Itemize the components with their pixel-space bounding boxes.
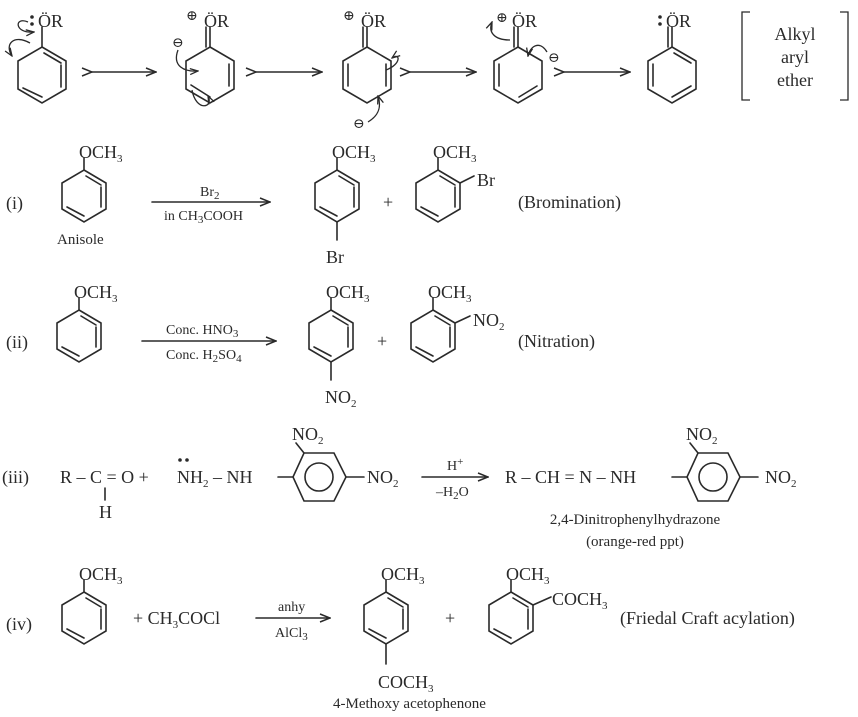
reaction-number: (ii) <box>6 332 28 353</box>
ortho-substituent: COCH3 <box>552 589 608 612</box>
or-label: ÖR <box>361 11 386 31</box>
lone-pair-dot <box>30 15 34 19</box>
reagent-top: H+ <box>447 456 463 474</box>
reactant-substituent: OCH3 <box>74 282 118 305</box>
positive-charge-icon: ⊕ <box>496 11 508 26</box>
product-note: (orange-red ppt) <box>586 534 684 550</box>
resonance-structure-3: ÖR ⊕ ⊖ <box>342 9 398 132</box>
curved-arrow-icon <box>175 49 198 71</box>
or-label: ÖR <box>38 11 63 31</box>
plus-sign: + <box>377 331 387 351</box>
resonance-structure-1: ÖR <box>9 11 67 104</box>
hydrazine-formula: NH2 – NH <box>177 467 253 490</box>
curved-arrow-icon <box>17 20 34 32</box>
ortho-substituent: NO2 <box>473 310 505 333</box>
curved-arrow-icon <box>385 56 398 71</box>
negative-charge-icon: ⊖ <box>548 51 560 66</box>
product-substituent: OCH3 <box>428 282 472 305</box>
curved-arrow-icon <box>528 44 548 56</box>
product-substituent: OCH3 <box>326 282 370 305</box>
positive-charge-icon: ⊕ <box>343 9 355 24</box>
ortho-substituent: Br <box>477 170 495 190</box>
lone-pair-dot <box>30 22 34 26</box>
bracket-text: Alkyl <box>774 24 815 44</box>
reagent-bottom: AlCl3 <box>275 626 308 643</box>
nitro-group: NO2 <box>367 467 399 490</box>
aldehyde-formula: R – C = O + <box>60 467 153 487</box>
or-label: ÖR <box>512 11 537 31</box>
negative-charge-icon: ⊖ <box>353 117 365 132</box>
reaction-ii: (ii) OCH3 Conc. HNO3 Conc. H2SO4 OCH3 NO… <box>6 282 595 410</box>
aldehyde-h: H <box>99 502 112 522</box>
para-substituent: COCH3 <box>378 672 434 695</box>
plus-sign: + <box>383 192 393 212</box>
reactant-name: Anisole <box>57 232 104 248</box>
product-name: 2,4-Dinitrophenylhydrazone <box>550 512 721 528</box>
product-substituent: OCH3 <box>332 142 376 165</box>
reactant-substituent: OCH3 <box>79 142 123 165</box>
bracket-text: aryl <box>781 47 809 67</box>
positive-charge-icon: ⊕ <box>186 9 198 24</box>
reagent-top: anhy <box>278 600 305 615</box>
or-label: ÖR <box>204 11 229 31</box>
nitro-group: NO2 <box>686 424 718 447</box>
para-substituent: NO2 <box>325 387 357 410</box>
reagent-bottom: –H2O <box>435 485 469 502</box>
plus-sign: + <box>445 608 455 628</box>
reaction-iii: (iii) R – C = O + H NH2 – NH NO2 NO2 H+ … <box>2 424 797 550</box>
reagent-top: Br2 <box>200 185 220 202</box>
reaction-iv: (iv) OCH3 + CH3COCl anhy AlCl3 OCH3 COCH… <box>6 564 795 712</box>
product-substituent: OCH3 <box>506 564 550 587</box>
acetyl-chloride: + CH3COCl <box>133 608 220 631</box>
reagent-top: Conc. HNO3 <box>166 323 239 340</box>
alkyl-aryl-ether-bracket: Alkyl aryl ether <box>741 11 849 101</box>
product-name: 4-Methoxy acetophenone <box>333 696 486 712</box>
bracket-text: ether <box>777 70 813 90</box>
reaction-type: (Nitration) <box>518 331 595 352</box>
curved-arrow-icon <box>367 96 380 123</box>
reaction-type: (Friedal Craft acylation) <box>620 608 795 629</box>
lone-pair-dot <box>658 22 662 26</box>
curved-arrow-icon <box>491 22 511 41</box>
resonance-structure-4: ÖR ⊕ ⊖ <box>491 11 560 104</box>
reaction-number: (iv) <box>6 614 32 635</box>
reagent-bottom: in CH3COOH <box>164 209 243 226</box>
lone-pair-dot <box>658 15 662 19</box>
product-substituent: OCH3 <box>433 142 477 165</box>
resonance-structure-2: ÖR ⊕ ⊖ <box>172 9 235 107</box>
reaction-number: (iii) <box>2 467 29 488</box>
reagent-bottom: Conc. H2SO4 <box>166 348 242 365</box>
reaction-type: (Bromination) <box>518 192 621 213</box>
curved-arrow-icon <box>9 38 31 56</box>
reactant-substituent: OCH3 <box>79 564 123 587</box>
product-substituent: OCH3 <box>381 564 425 587</box>
curved-arrow-icon <box>191 89 209 107</box>
reaction-i: (i) OCH3 Anisole Br2 in CH3COOH OCH3 Br … <box>6 142 621 267</box>
nitro-group: NO2 <box>292 424 324 447</box>
or-label: ÖR <box>666 11 691 31</box>
hydrazone-formula: R – CH = N – NH <box>505 467 636 487</box>
negative-charge-icon: ⊖ <box>172 36 184 51</box>
reaction-number: (i) <box>6 193 23 214</box>
resonance-structure-5: ÖR <box>647 11 697 104</box>
nitro-group: NO2 <box>765 467 797 490</box>
para-substituent: Br <box>326 247 344 267</box>
